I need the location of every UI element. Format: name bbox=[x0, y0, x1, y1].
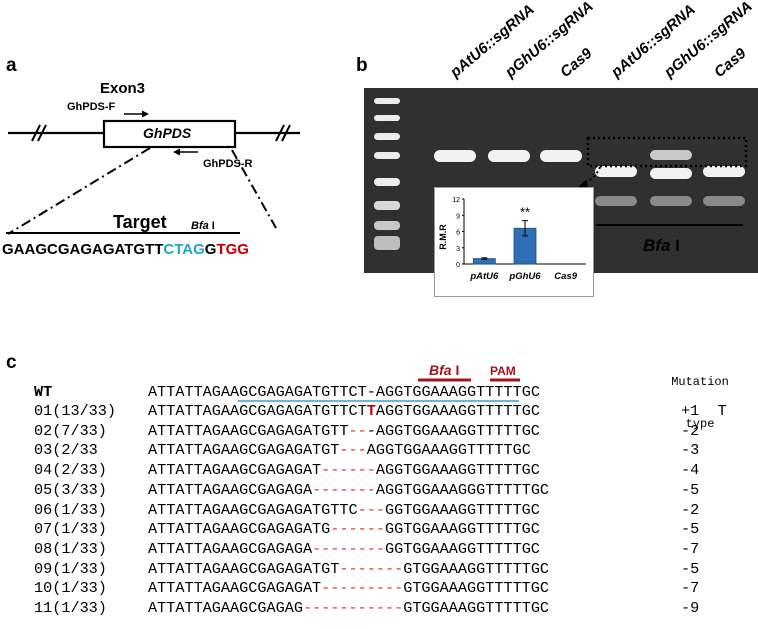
mutation-type: -5 bbox=[681, 559, 700, 578]
inset-y-tick-label: 0 bbox=[456, 262, 460, 269]
gel-overlay bbox=[578, 136, 748, 226]
allele-sequence: ATTATTAGAAGCGAGAGAT------AGGTGGAAAGGTTTT… bbox=[148, 461, 540, 480]
mutation-type: -2 bbox=[681, 421, 700, 440]
gel-band bbox=[488, 150, 530, 162]
allele-label: 03(2/33 bbox=[34, 441, 98, 460]
gel-band bbox=[595, 166, 637, 177]
gel-band bbox=[650, 196, 692, 206]
allele-label: 11(1/33) bbox=[34, 599, 107, 617]
gel-band bbox=[434, 150, 476, 162]
allele-sequence: ATTATTAGAAGCGAGAGATGTTC---GGTGGAAAGGTTTT… bbox=[148, 500, 540, 519]
allele-sequence: ATTATTAGAAGCGAGAGA--------GGTGGAAAGGTTTT… bbox=[148, 539, 540, 558]
panel-c-letter: c bbox=[6, 352, 17, 373]
inset-significance: ** bbox=[520, 205, 530, 220]
gene-diagram bbox=[6, 110, 300, 235]
allele-sequence: ATTATTAGAAGCGAGAGATG------GGTGGAAAGGTTTT… bbox=[148, 520, 540, 539]
inset-y-tick-label: 3 bbox=[456, 246, 460, 253]
allele-label: 07(1/33) bbox=[34, 520, 107, 539]
allele-sequence: ATTATTAGAAGCGAGAGATGT---AGGTGGAAAGGTTTTT… bbox=[148, 441, 531, 460]
mutation-type: -2 bbox=[681, 500, 700, 519]
ladder-band bbox=[374, 236, 400, 250]
panel-b-letter: b bbox=[356, 55, 368, 76]
exon-label: Exon3 bbox=[100, 80, 146, 97]
target-sequence: GAAGCGAGAGATGTTCTAGGTGG bbox=[2, 241, 249, 258]
panel-a-letter: a bbox=[6, 55, 17, 76]
inset-bar-chart: R.M.R 12 9 6 3 0 pAtU6 pGhU6 Cas9 ** bbox=[438, 197, 586, 282]
bfa-label-a: Bfa I bbox=[191, 220, 215, 232]
gel-band bbox=[540, 150, 582, 162]
allele-sequence: ATTATTAGAAGCGAGAGA-------AGGTGGAAAGGGTTT… bbox=[148, 480, 550, 499]
inset-x-label: pGhU6 bbox=[508, 271, 541, 282]
gel-band bbox=[703, 196, 745, 206]
inset-y-tick-label: 9 bbox=[456, 213, 460, 220]
allele-label: 02(7/33) bbox=[34, 421, 107, 440]
ladder-band bbox=[374, 201, 400, 210]
mutation-type: -3 bbox=[681, 441, 700, 460]
inset-y-tick-label: 6 bbox=[456, 230, 460, 237]
wt-label: WT bbox=[34, 383, 53, 401]
gel-band-uncut bbox=[650, 150, 692, 160]
ladder-band bbox=[374, 115, 400, 121]
inset-x-label: pAtU6 bbox=[469, 271, 499, 282]
mutation-type: -5 bbox=[681, 480, 700, 499]
ladder-band bbox=[374, 98, 400, 104]
pam-label: PAM bbox=[490, 364, 516, 378]
allele-label: 10(1/33) bbox=[34, 579, 107, 598]
ladder-band bbox=[374, 152, 400, 159]
allele-label: 09(1/33) bbox=[34, 559, 107, 578]
mutation-type: +1 T bbox=[681, 402, 727, 420]
mutation-type-header: Mutation type bbox=[671, 375, 729, 431]
mutation-type: -9 bbox=[681, 599, 700, 617]
ladder-band bbox=[374, 178, 400, 186]
allele-sequence: ATTATTAGAAGCGAGAGATGT-------GTGGAAAGGTTT… bbox=[148, 559, 550, 578]
allele-label: 06(1/33) bbox=[34, 500, 107, 519]
mutation-type: -7 bbox=[681, 539, 700, 558]
target-label: Target bbox=[113, 212, 167, 232]
ladder-band bbox=[374, 133, 400, 140]
ladder-band bbox=[374, 221, 400, 230]
bfa-label-c: Bfa I bbox=[429, 362, 460, 378]
allele-sequence: ATTATTAGAAGCGAGAGATGTTCTTAGGTGGAAAGGTTTT… bbox=[148, 402, 540, 420]
mutation-type: -7 bbox=[681, 579, 700, 598]
inset-x-label: Cas9 bbox=[554, 271, 577, 282]
allele-label: 01(13/33) bbox=[34, 402, 117, 420]
allele-sequence: ATTATTAGAAGCGAGAGAT---------GTGGAAAGGTTT… bbox=[148, 579, 550, 598]
mutation-type: -4 bbox=[681, 461, 700, 480]
exon-box bbox=[102, 119, 237, 149]
allele-label: 04(2/33) bbox=[34, 461, 107, 480]
allele-sequence: ATTATTAGAAGCGAGAG-----------GTGGAAAGGTTT… bbox=[148, 599, 550, 617]
inset-ylabel: R.M.R bbox=[438, 224, 448, 250]
bfa-label-b: Bfa I bbox=[643, 236, 680, 255]
gel-band bbox=[650, 168, 692, 179]
gel-band bbox=[595, 196, 637, 206]
allele-sequence: ATTATTAGAAGCGAGAGATGTT---AGGTGGAAAGGTTTT… bbox=[148, 421, 540, 440]
allele-label: 05(3/33) bbox=[34, 480, 107, 499]
gene-label: GhPDS bbox=[143, 125, 192, 141]
primer-f-label: GhPDS-F bbox=[67, 101, 116, 113]
primer-r-label: GhPDS-R bbox=[203, 158, 253, 170]
inset-y-tick-label: 12 bbox=[452, 197, 460, 204]
gel-band bbox=[703, 166, 745, 177]
wt-sequence: ATTATTAGAAGCGAGAGATGTTCT-AGGTGGAAAGGTTTT… bbox=[148, 383, 540, 401]
allele-label: 08(1/33) bbox=[34, 539, 107, 558]
mutation-type: -5 bbox=[681, 520, 700, 539]
